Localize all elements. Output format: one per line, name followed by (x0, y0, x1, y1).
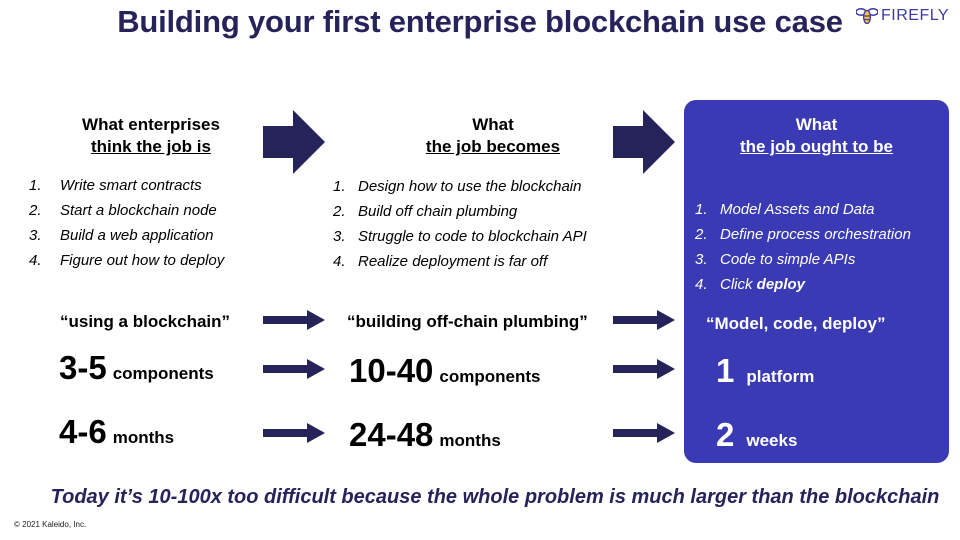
big-arrow-right-icon (263, 110, 325, 174)
stat-unit: components (112, 364, 214, 383)
stat-unit: weeks (746, 431, 798, 450)
column-3-weeks: 2 weeks (716, 416, 797, 454)
deploy-emphasis: deploy (756, 276, 806, 293)
arrow-right-icon (263, 310, 325, 330)
column-1-heading-line2: think the job is (91, 137, 211, 156)
big-arrow-right-icon (613, 110, 675, 174)
stat-number: 24-48 (349, 416, 434, 453)
stat-number: 10-40 (349, 352, 434, 389)
ideal-job-panel (684, 100, 949, 463)
footer-statement: Today it’s 10-100x too difficult because… (50, 486, 940, 508)
firefly-logo: FIREFLY (856, 7, 949, 25)
column-2-heading-line2: the job becomes (425, 137, 561, 156)
stat-number: 2 (716, 416, 735, 453)
column-2-quote: “building off-chain plumbing” (347, 312, 588, 331)
arrow-right-icon (613, 310, 675, 330)
column-2-months: 24-48 months (349, 416, 501, 454)
stat-unit: months (439, 431, 501, 450)
column-1-components: 3-5 components (59, 349, 214, 387)
column-2-heading-line1: What (472, 115, 514, 134)
stat-unit: platform (746, 367, 815, 386)
column-1-months: 4-6 months (59, 413, 174, 451)
arrow-right-icon (263, 423, 325, 443)
logo-text: FIREFLY (881, 7, 950, 24)
stat-unit: components (439, 367, 541, 386)
column-1-heading: What enterprises think the job is (51, 114, 251, 158)
column-3-platform: 1 platform (716, 352, 814, 390)
column-2-components: 10-40 components (349, 352, 540, 390)
page-title: Building your first enterprise blockchai… (117, 4, 843, 39)
copyright: © 2021 Kaleido, Inc. (14, 520, 87, 529)
stat-unit: months (112, 428, 175, 447)
column-1-quote: “using a blockchain” (60, 312, 231, 331)
stat-number: 4-6 (59, 413, 107, 450)
arrow-right-icon (613, 423, 675, 443)
column-3-heading-line1: What (795, 115, 838, 134)
column-2-heading: What the job becomes (393, 114, 593, 158)
column-1-heading-line1: What enterprises (82, 115, 220, 134)
firefly-icon (856, 8, 878, 25)
column-3-quote: “Model, code, deploy” (706, 314, 886, 333)
arrow-right-icon (613, 359, 675, 379)
stat-number: 3-5 (59, 349, 107, 386)
stat-number: 1 (716, 352, 735, 389)
column-3-heading-line2: the job ought to be (740, 137, 893, 156)
column-3-heading: What the job ought to be (684, 114, 949, 158)
arrow-right-icon (263, 359, 325, 379)
